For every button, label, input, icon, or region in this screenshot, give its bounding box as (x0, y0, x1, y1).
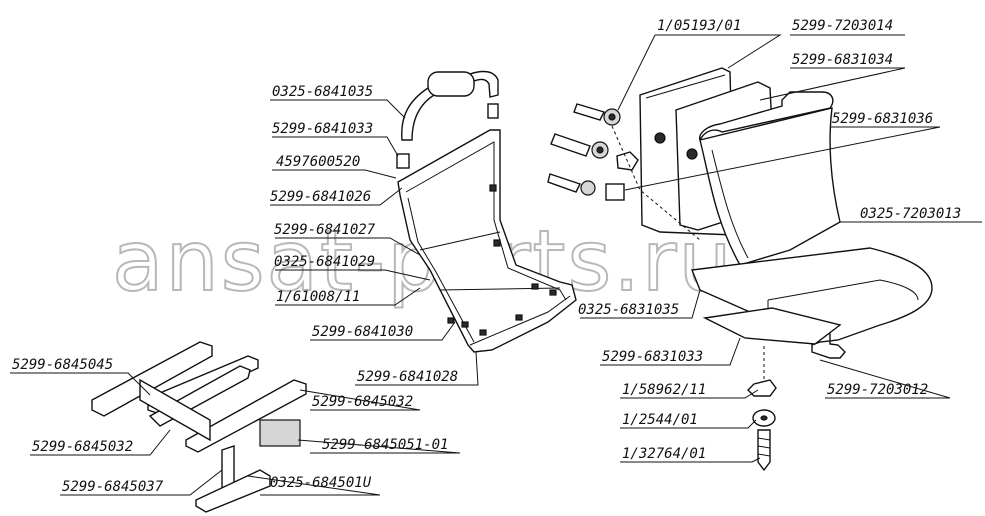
label-5299-6841027: 5299-6841027 (274, 222, 376, 238)
seat-cushion-group (691, 247, 933, 359)
label-0325-684501u: 0325-684501U (270, 475, 372, 491)
label-5299-6831034: 5299-6831034 (792, 52, 893, 68)
label-0325-7203013: 0325-7203013 (860, 206, 961, 222)
label-1-32764-01: 1/32764/01 (622, 446, 706, 462)
label-5299-6841028: 5299-6841028 (357, 369, 458, 385)
label-1-05193-01: 1/05193/01 (657, 18, 741, 34)
label-5299-6845045: 5299-6845045 (12, 357, 113, 373)
back-cushion-group (639, 67, 841, 266)
label-4597600520: 4597600520 (276, 154, 360, 170)
label-0325-6841035: 0325-6841035 (272, 84, 373, 100)
label-5299-6845032-left: 5299-6845032 (32, 439, 133, 455)
label-5299-6831033: 5299-6831033 (602, 349, 703, 365)
label-5299-6845037: 5299-6845037 (62, 479, 164, 495)
label-1-61008-11: 1/61008/11 (276, 289, 360, 305)
label-5299-6841026: 5299-6841026 (270, 189, 371, 205)
label-5299-7203014: 5299-7203014 (792, 18, 893, 34)
label-5299-7203012: 5299-7203012 (827, 382, 928, 398)
support-frame (91, 341, 307, 513)
label-5299-6831036: 5299-6831036 (832, 111, 933, 127)
label-0325-6841029: 0325-6841029 (274, 254, 375, 270)
label-5299-6841033: 5299-6841033 (272, 121, 373, 137)
seat-frame (396, 70, 577, 353)
leader-lines (10, 34, 982, 496)
label-0325-6831035: 0325-6831035 (578, 302, 679, 318)
label-1-2544-01: 1/2544/01 (622, 412, 698, 428)
label-5299-6841030: 5299-6841030 (312, 324, 413, 340)
label-1-58962-11: 1/58962/11 (622, 382, 706, 398)
label-5299-6845051-01: 5299-6845051-01 (322, 437, 448, 453)
part-labels: 0325-6841035 5299-6841033 4597600520 529… (12, 18, 961, 495)
label-5299-6845032-right: 5299-6845032 (312, 394, 413, 410)
back-fasteners (547, 103, 639, 201)
